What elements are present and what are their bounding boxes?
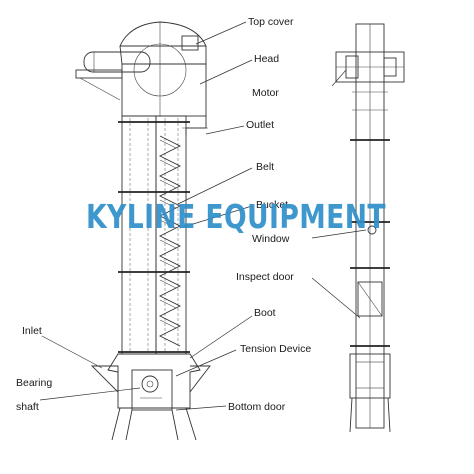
boot bbox=[107, 353, 201, 409]
label-motor: Motor bbox=[252, 87, 279, 99]
drive-drum bbox=[83, 51, 151, 73]
label-inspect-door: Inspect door bbox=[236, 271, 294, 283]
outlet-chute bbox=[185, 116, 207, 136]
bottom-pulley bbox=[141, 375, 159, 393]
label-bearing: Bearing bbox=[16, 377, 52, 389]
label-bottom-door: Bottom door bbox=[228, 401, 286, 413]
label-window: Window bbox=[252, 233, 290, 245]
bucket-chain bbox=[158, 135, 182, 347]
label-head: Head bbox=[254, 53, 279, 65]
front-view bbox=[75, 21, 211, 441]
top-cover bbox=[119, 21, 207, 47]
label-tension-device: Tension Device bbox=[240, 343, 311, 355]
label-belt: Belt bbox=[256, 161, 274, 173]
bottom-frame bbox=[131, 369, 173, 411]
side-boot bbox=[349, 353, 391, 399]
window bbox=[367, 225, 377, 235]
label-inlet: Inlet bbox=[22, 325, 42, 337]
inspect-door bbox=[357, 281, 383, 317]
label-boot: Boot bbox=[254, 307, 276, 319]
label-top-cover: Top cover bbox=[248, 16, 294, 28]
label-shaft: shaft bbox=[16, 401, 39, 413]
side-view bbox=[335, 23, 405, 433]
leader-lines bbox=[39, 21, 367, 411]
inlet-hopper bbox=[90, 365, 119, 394]
watermark-text: KYLINE EQUIPMENT bbox=[86, 197, 386, 236]
label-bucket: Bucket bbox=[256, 199, 288, 211]
labels: Top cover Head Motor Outlet Belt Bucket … bbox=[16, 16, 311, 413]
label-outlet: Outlet bbox=[246, 119, 274, 131]
